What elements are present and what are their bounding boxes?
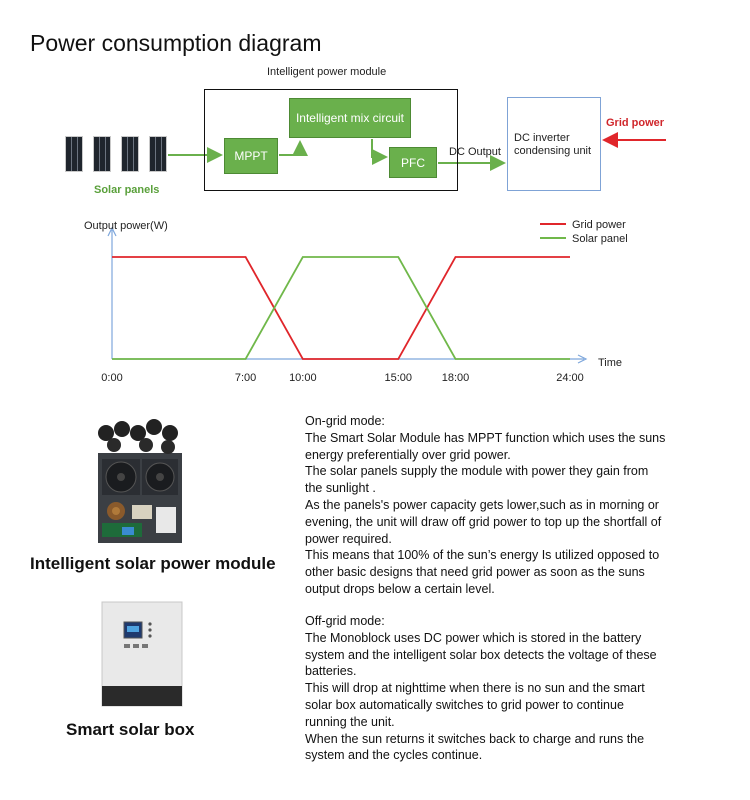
x-tick-label: 10:00 bbox=[289, 372, 317, 384]
inverter-box: DC inverter condensing unit bbox=[507, 97, 601, 191]
offgrid-description: Off-grid mode: The Monoblock uses DC powe… bbox=[305, 613, 725, 764]
inverter-line: condensing unit bbox=[514, 145, 592, 157]
description-line: other basic designs that need grid power… bbox=[305, 565, 645, 580]
description-line: output drops below a certain level. bbox=[305, 581, 495, 596]
description-line: As the panels's power capacity gets lowe… bbox=[305, 497, 659, 512]
description-line: This means that 100% of the sun’s energy… bbox=[305, 548, 660, 563]
arrow-mppt-to-mix bbox=[279, 140, 308, 156]
description-line: running the unit. bbox=[305, 714, 395, 729]
x-tick-label: 15:00 bbox=[384, 372, 412, 384]
description-line: energy preferentially over grid power. bbox=[305, 447, 511, 462]
description-line: batteries. bbox=[305, 664, 357, 679]
x-tick-label: 24:00 bbox=[556, 372, 584, 384]
solar-module-image bbox=[98, 419, 182, 543]
module-caption: Intelligent solar power module bbox=[30, 554, 276, 573]
x-axis-arrow bbox=[577, 354, 588, 364]
box-caption: Smart solar box bbox=[66, 720, 195, 739]
description-line: The Smart Solar Module has MPPT function… bbox=[305, 430, 666, 445]
x-tick-label: 18:00 bbox=[442, 372, 470, 384]
y-axis-arrow bbox=[107, 226, 117, 237]
solar-panel-icon bbox=[65, 136, 83, 172]
solar-panels-label: Solar panels bbox=[94, 184, 160, 196]
series-line-grid-power bbox=[112, 256, 570, 360]
description-line: Off-grid mode: bbox=[305, 614, 385, 628]
x-axis-label: Time bbox=[598, 357, 622, 369]
output-power-chart: Output power(W) Time 0:00 7:00 10:00 15:00 18:… bbox=[84, 219, 628, 384]
description-line: the sunlight . bbox=[305, 481, 376, 496]
grid-power-label: Grid power bbox=[606, 117, 665, 129]
legend-label: Solar panel bbox=[572, 233, 628, 245]
pfc-box: PFC bbox=[389, 147, 437, 178]
description-line: The solar panels supply the module with … bbox=[305, 464, 649, 479]
x-tick-label: 7:00 bbox=[235, 372, 256, 384]
inverter-line: DC inverter bbox=[514, 132, 570, 144]
arrow-mix-to-pfc bbox=[371, 139, 388, 165]
description-line: evening, the unit will draw off grid pow… bbox=[305, 514, 662, 529]
description-line: system and the cycles continue. bbox=[305, 748, 483, 763]
module-label: Intelligent power module bbox=[267, 66, 387, 78]
module-frame bbox=[204, 89, 458, 191]
ongrid-description: On-grid mode: The Smart Solar Module has … bbox=[305, 413, 725, 598]
description-line: power required. bbox=[305, 531, 392, 546]
legend-label: Grid power bbox=[572, 219, 626, 231]
mix-circuit-box: Intelligent mix circuit bbox=[289, 98, 411, 138]
x-tick-label: 0:00 bbox=[101, 372, 122, 384]
power-module-diagram bbox=[168, 132, 666, 171]
smart-solar-box-image bbox=[101, 601, 183, 707]
description-line: The Monoblock uses DC power which is sto… bbox=[305, 630, 642, 645]
solar-panel-icon bbox=[121, 136, 139, 172]
description-line: This will drop at nighttime when there i… bbox=[305, 681, 645, 696]
mppt-box: MPPT bbox=[224, 138, 278, 174]
solar-panel-icon bbox=[149, 136, 167, 172]
series-line-solar-panel bbox=[112, 256, 570, 360]
solar-panel-icon bbox=[93, 136, 111, 172]
description-line: solar box automatically switches to grid… bbox=[305, 697, 624, 712]
dc-output-label: DC Output bbox=[449, 146, 501, 158]
description-line: system and the intelligent solar box det… bbox=[305, 647, 657, 662]
description-line: When the sun returns it switches back to… bbox=[305, 731, 645, 746]
page-title: Power consumption diagram bbox=[30, 30, 322, 56]
description-line: On-grid mode: bbox=[305, 414, 385, 428]
y-axis-label: Output power(W) bbox=[84, 220, 168, 232]
